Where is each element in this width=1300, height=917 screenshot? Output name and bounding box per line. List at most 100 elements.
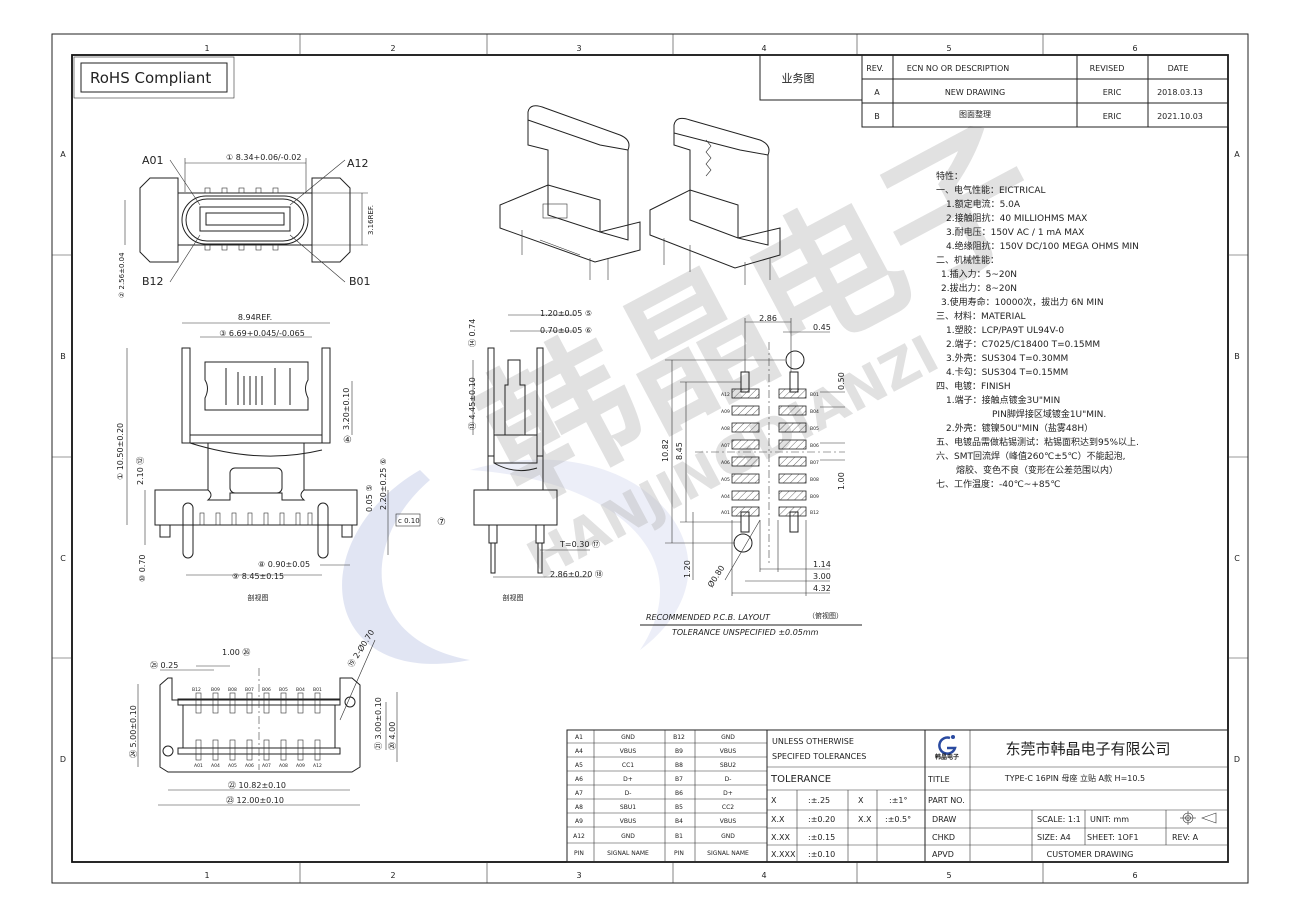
pad-label: B07 (810, 460, 819, 466)
pin-label-a12: A12 (347, 157, 369, 170)
pin-cell: CC1 (622, 762, 634, 769)
unit-value: UNIT: mm (1090, 815, 1129, 824)
pin-cell: VBUS (620, 748, 637, 755)
tolerance-cell: X.XXX (771, 850, 796, 859)
pin-label: B06 (262, 687, 271, 693)
dim-label: 2.10 ⑫ (136, 457, 145, 485)
pad-label: B04 (810, 409, 819, 415)
tolerance-heading: TOLERANCE (770, 774, 831, 785)
pin-cell: A9 (575, 818, 583, 825)
dim-label: Ø0.80 (705, 563, 726, 589)
spec-line: 4.卡勾：SUS304 T=0.15MM (946, 366, 1068, 378)
pin-label: B01 (313, 687, 322, 693)
rev-header: REV. (866, 64, 884, 73)
dim-label: ⑳ 4.00 (388, 722, 397, 750)
dim-label: ㉕ 0.25 (150, 661, 178, 670)
pad-label: A12 (721, 392, 730, 398)
rev-header: REVISED (1090, 64, 1125, 73)
pin-cell: VBUS (720, 748, 737, 755)
spec-line: 五、电镀品需做粘锡测试：粘锡面积达到95%以上. (936, 436, 1139, 448)
dim-label: ④ (343, 435, 352, 446)
rev-cell: 图面整理 (959, 109, 991, 119)
pin-cell: VBUS (620, 818, 637, 825)
mounting-hole (785, 350, 805, 370)
pin-label: B09 (211, 687, 220, 693)
grid-row-label: A (60, 150, 66, 159)
pin-cell: GND (621, 833, 635, 840)
dim-label: ⑧ 0.90±0.05 (258, 560, 310, 569)
title-label: TITLE (927, 775, 950, 784)
grid-row-label: C (1234, 554, 1240, 563)
spec-line: 4.绝缘阻抗：150V DC/100 MEGA OHMS MIN (946, 240, 1139, 252)
drawing-title: TYPE-C 16PIN 母座 立贴 A款 H=10.5 (1004, 773, 1145, 783)
pin-label: B12 (192, 687, 201, 693)
pcb-layout: A12 A09 A08 A07 A06 A05 A04 A01 B01 B04 … (640, 314, 862, 637)
spec-line: 四、电镀：FINISH (936, 380, 1011, 392)
pin-cell: A5 (575, 762, 583, 769)
pin-cell: A7 (575, 790, 583, 797)
pin-header: SIGNAL NAME (707, 850, 749, 857)
tolerance-cell: :±0.5° (885, 815, 911, 824)
pin-cell: A6 (575, 776, 583, 783)
pin-cell: A8 (575, 804, 583, 811)
pin-header: PIN (574, 850, 584, 857)
pin-cell: B12 (673, 734, 685, 741)
view-label: 剖视图 (503, 593, 524, 602)
grid-col-label: 1 (204, 871, 209, 880)
pin-label-b12: B12 (142, 275, 164, 288)
pad-label: A01 (721, 510, 730, 516)
dim-label: T=0.30 ⑰ (559, 540, 600, 549)
dim-label: ⑩ 0.70 (138, 554, 147, 582)
pin-label: B07 (245, 687, 254, 693)
pin-label: A04 (211, 763, 220, 769)
tolerance-note: UNLESS OTHERWISE (772, 737, 854, 746)
rev-cell: ERIC (1103, 112, 1122, 121)
dim-label: ⑨ 8.45±0.15 (232, 572, 284, 581)
pin-header: SIGNAL NAME (607, 850, 649, 857)
outer-frame (51, 33, 1249, 884)
dim-label: 1.00 (837, 472, 846, 490)
projection-symbol-icon (1180, 811, 1217, 825)
sheet-value: SHEET: 1OF1 (1087, 833, 1139, 842)
customer-drawing-label: CUSTOMER DRAWING (1047, 850, 1134, 859)
rev-cell: A (874, 88, 880, 97)
rev-cell: 2018.03.13 (1157, 88, 1203, 97)
spec-line: 三、材料：MATERIAL (936, 310, 1026, 322)
dim-label: ① 8.34+0.06/-0.02 (226, 153, 301, 162)
rev-cell: B (874, 112, 880, 121)
pin-cell: GND (721, 734, 735, 741)
tolerance-cell: :±1° (889, 796, 908, 805)
dim-label: ㉔ 5.00±0.10 (129, 705, 138, 758)
rohs-badge: RoHS Compliant (73, 56, 235, 99)
size-value: SIZE: A4 (1037, 833, 1071, 842)
pin-label: A06 (245, 763, 254, 769)
pad-label: A07 (721, 443, 730, 449)
front-view: A01 A12 B12 B01 ① 8.34+0.06/-0.02 3.16RE… (118, 153, 375, 298)
view-label: 剖视图 (248, 593, 269, 602)
dim-label: 8.45 (675, 442, 684, 460)
pin-cell: A12 (573, 833, 585, 840)
dim-label: 0.45 (813, 323, 831, 332)
pin-label: B05 (279, 687, 288, 693)
spec-line: 1.塑胶：LCP/PA9T UL94V-0 (946, 324, 1064, 336)
grid-row-label: B (1234, 352, 1240, 361)
grid-col-label: 3 (576, 44, 581, 53)
rohs-label: RoHS Compliant (90, 69, 211, 87)
part-no-label: PART NO. (928, 796, 965, 805)
company-logo: 韩晶电子 (935, 735, 959, 761)
pin-label: A07 (262, 763, 271, 769)
dim-label: ⑬ 4.45±0.10 (468, 377, 477, 430)
grid-col-label: 3 (576, 871, 581, 880)
dim-label: 4.32 (813, 584, 831, 593)
dim-label: 0.05 ⑤ (365, 484, 374, 512)
pad-label: B06 (810, 443, 819, 449)
pin-cell: GND (621, 734, 635, 741)
grid-col-label: 2 (390, 44, 395, 53)
spec-line: 1.插入力：5~20N (941, 268, 1017, 280)
dim-label: 2.86 (759, 314, 777, 323)
pin-label: A05 (228, 763, 237, 769)
spec-line: PIN脚焊接区域镀金1U"MIN. (992, 408, 1106, 420)
rev-cell: 2021.10.03 (1157, 112, 1203, 121)
